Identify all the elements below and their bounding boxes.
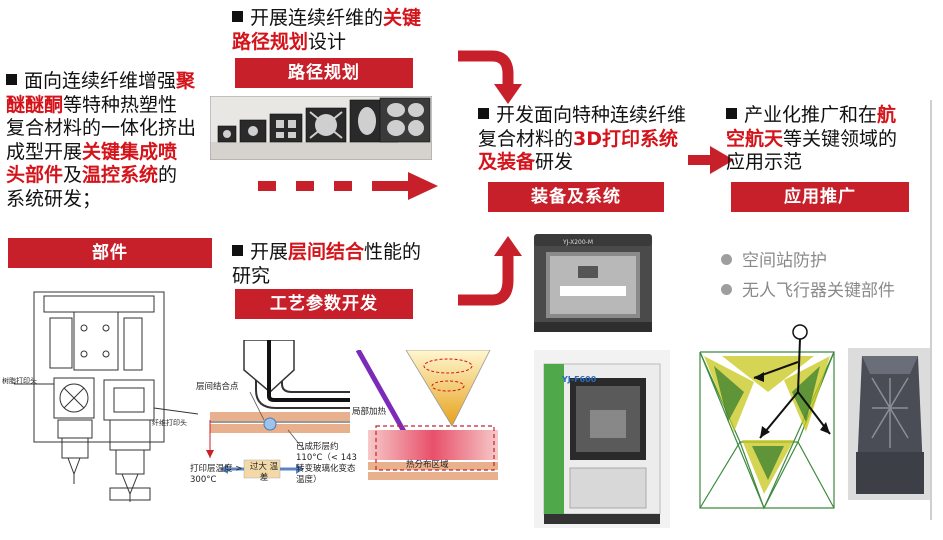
highlight-text: 关键路径规划 <box>232 7 422 53</box>
curved-arrow-bottom <box>458 236 522 306</box>
path-paragraph: 开展连续纤维的关键路径规划设计 <box>232 7 432 54</box>
highlight-text: 3D打印系统及装备 <box>478 127 679 174</box>
bullet-dot-icon <box>721 254 732 265</box>
path-text: 开展连续纤维的关键路径规划设计 <box>232 7 421 53</box>
formed-layer-label: 已成形层约 110°C（< 143转变玻璃化变态温度） <box>296 442 357 485</box>
process-banner: 工艺参数开发 <box>235 289 413 319</box>
right-head-label: 纤维打印头 <box>152 419 187 427</box>
topology-structure-image <box>698 324 835 510</box>
app-item-space-station: 空间站防护 <box>721 246 827 271</box>
application-text: 产业化推广和在航空航天等关键领域的应用示范 <box>726 104 897 173</box>
parts-banner: 部件 <box>8 238 212 268</box>
process-paragraph: 开展层间结合性能的研究 <box>232 241 428 288</box>
body-text: 开展连续纤维的 <box>250 7 384 29</box>
bullet-dot-icon <box>721 284 732 295</box>
printer-1-image <box>534 234 652 332</box>
parts-text: 面向连续纤维增强聚醚醚酮等特种热塑性复合材料的一体化挤出成型开展关键集成喷头部件… <box>6 70 196 210</box>
body-text: 开发面向特种连续纤维复合材料的 <box>478 104 687 150</box>
body-text: 开展 <box>250 241 289 263</box>
equipment-banner: 装备及系统 <box>488 182 664 212</box>
printer-2-image <box>534 350 670 528</box>
application-banner: 应用推广 <box>731 182 909 212</box>
body-text: 面向连续纤维增强 <box>24 70 177 92</box>
temp-diff-label: 过大 温差 <box>249 462 279 483</box>
process-text: 开展层间结合性能的研究 <box>232 241 421 287</box>
local-heating-diagram <box>355 350 498 480</box>
body-text: 等关键领域的应用示范 <box>726 127 898 174</box>
body-text: 及 <box>63 164 83 186</box>
body-text: 性能的研究 <box>232 241 422 287</box>
highlight-text: 层间结合 <box>288 241 365 263</box>
dashed-arrow <box>258 172 438 200</box>
highlight-text: 聚醚醚酮 <box>6 70 196 116</box>
bond-point-label: 层间结合点 <box>196 382 239 392</box>
heat-zone-label: 热分布区域 <box>406 460 449 470</box>
bullet-square-icon <box>232 245 243 256</box>
printer-2-label: YJ-F600 <box>562 375 597 384</box>
equipment-text: 开发面向特种连续纤维复合材料的3D打印系统及装备研发 <box>478 104 686 173</box>
printed-part-photo <box>848 348 932 500</box>
right-arrow <box>688 146 734 174</box>
highlight-text: 关键集成喷头部件 <box>6 140 178 187</box>
app-item-label: 无人飞行器关键部件 <box>742 281 895 301</box>
highlight-text: 温控系统 <box>82 164 159 186</box>
bullet-square-icon <box>6 74 17 85</box>
app-item-uav-parts: 无人飞行器关键部件 <box>721 276 895 301</box>
body-text: 设计 <box>308 30 347 53</box>
body-text: 产业化推广和在 <box>744 104 878 126</box>
printer-1-label: YJ-X200-M <box>563 239 593 246</box>
layer-temp-label: 打印层温度 > 300°C <box>190 464 243 485</box>
left-head-label: 树脂打印头 <box>2 377 37 385</box>
local-heat-label: 局部加热 <box>352 407 387 417</box>
parts-paragraph: 面向连续纤维增强聚醚醚酮等特种热塑性复合材料的一体化挤出成型开展关键集成喷头部件… <box>6 70 196 211</box>
interlayer-diagram <box>206 340 350 479</box>
application-paragraph: 产业化推广和在航空航天等关键领域的应用示范 <box>726 104 914 175</box>
curved-arrow-top <box>458 50 522 104</box>
highlight-text: 航空航天 <box>726 104 897 150</box>
body-text: 研发 <box>535 151 574 173</box>
bullet-square-icon <box>478 108 489 119</box>
printhead-drawing <box>14 291 198 502</box>
bullet-square-icon <box>232 11 243 22</box>
path-samples-photo <box>210 96 432 160</box>
right-divider <box>930 100 932 520</box>
bullet-square-icon <box>726 108 737 119</box>
app-item-label: 空间站防护 <box>742 251 827 271</box>
path-banner: 路径规划 <box>235 58 413 88</box>
equipment-paragraph: 开发面向特种连续纤维复合材料的3D打印系统及装备研发 <box>478 104 692 175</box>
body-text: 的系统研发； <box>6 164 178 210</box>
body-text: 等特种热塑性复合材料的一体化挤出成型开展 <box>6 93 197 163</box>
